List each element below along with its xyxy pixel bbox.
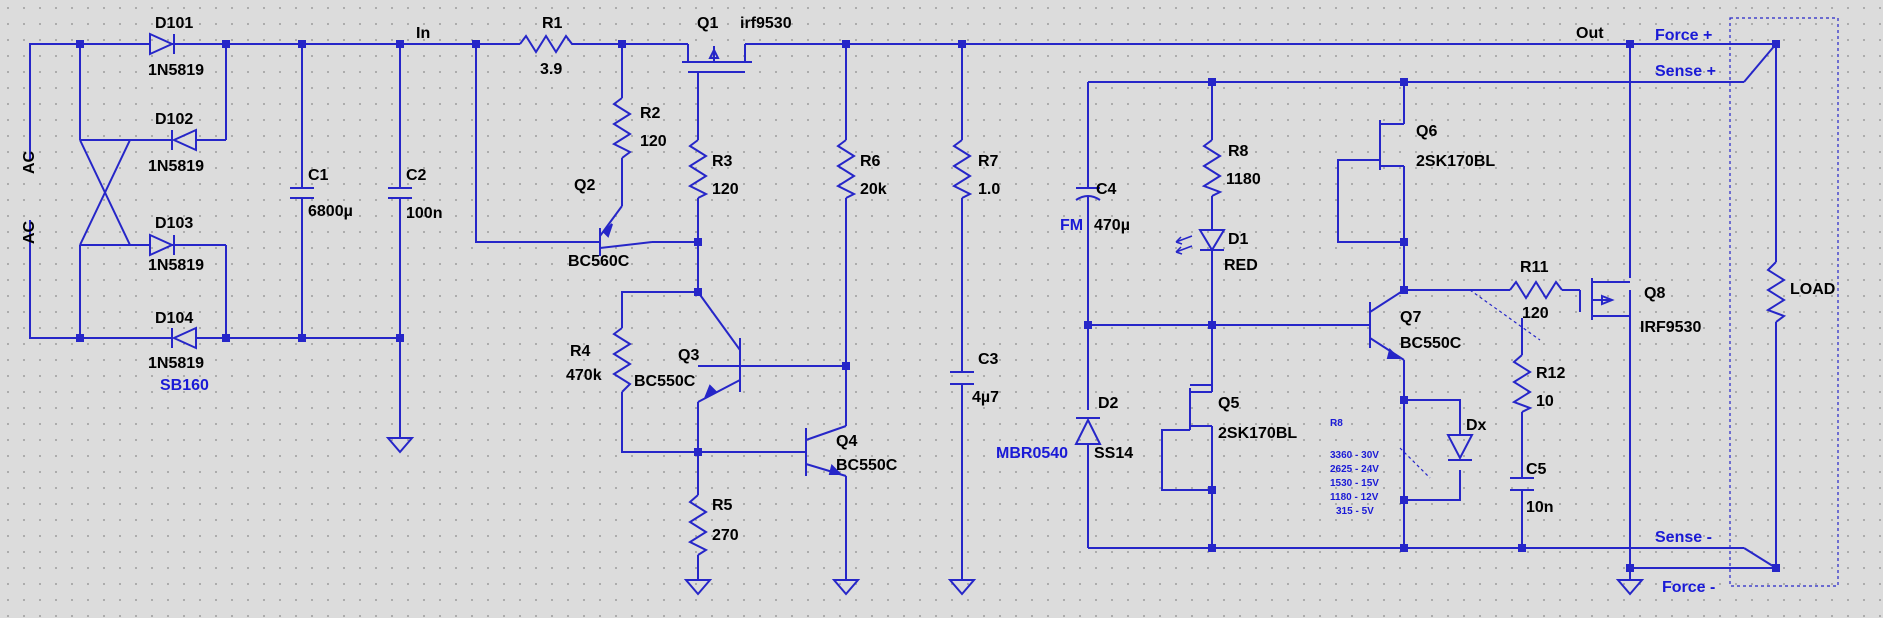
q2-value: BC560C bbox=[568, 253, 630, 270]
dx-ref: Dx bbox=[1466, 417, 1487, 434]
q7-value: BC550C bbox=[1400, 335, 1462, 352]
r8-ref: R8 bbox=[1228, 143, 1249, 160]
q6-value: 2SK170BL bbox=[1416, 153, 1495, 170]
r11-value: 120 bbox=[1522, 305, 1549, 322]
r1-ref: R1 bbox=[542, 15, 563, 32]
r8-table-row: 1180 - 12V bbox=[1330, 492, 1379, 503]
c1-ref: C1 bbox=[308, 167, 329, 184]
r4-value: 470k bbox=[566, 367, 602, 384]
out-net-label: Out bbox=[1576, 25, 1604, 42]
r7-value: 1.0 bbox=[978, 181, 1000, 198]
r8-table-title: R8 bbox=[1330, 418, 1343, 429]
d1-ref: D1 bbox=[1228, 231, 1249, 248]
r8-value: 1180 bbox=[1226, 171, 1261, 188]
sense-plus-label: Sense + bbox=[1655, 63, 1716, 80]
q5-ref: Q5 bbox=[1218, 395, 1239, 412]
q8-ref: Q8 bbox=[1644, 285, 1665, 302]
transistor-symbols bbox=[599, 44, 1630, 477]
r11-ref: R11 bbox=[1520, 259, 1549, 276]
q6-ref: Q6 bbox=[1416, 123, 1437, 140]
r8-table-row: 315 - 5V bbox=[1336, 506, 1374, 517]
c3-ref: C3 bbox=[978, 351, 999, 368]
d104-value: 1N5819 bbox=[148, 355, 204, 372]
dx-pointer-dashed bbox=[1399, 447, 1431, 479]
ground-symbols bbox=[385, 437, 1645, 596]
r5-ref: R5 bbox=[712, 497, 733, 514]
r6-value: 20k bbox=[860, 181, 887, 198]
q1-value: irf9530 bbox=[740, 15, 792, 32]
q3-value: BC550C bbox=[634, 373, 696, 390]
q8-value: IRF9530 bbox=[1640, 319, 1701, 336]
load-dashed-box bbox=[1729, 17, 1839, 587]
fm-annotation: FM bbox=[1060, 217, 1083, 234]
r7-ref: R7 bbox=[978, 153, 999, 170]
d102-ref: D102 bbox=[155, 111, 193, 128]
d103-value: 1N5819 bbox=[148, 257, 204, 274]
q1-ref: Q1 bbox=[697, 15, 718, 32]
d101-ref: D101 bbox=[155, 15, 193, 32]
r2-ref: R2 bbox=[640, 105, 661, 122]
c1-value: 6800µ bbox=[308, 203, 353, 220]
d102-value: 1N5819 bbox=[148, 158, 204, 175]
q4-ref: Q4 bbox=[836, 433, 857, 450]
c4-value: 470µ bbox=[1094, 217, 1130, 234]
q7-ref: Q7 bbox=[1400, 309, 1421, 326]
r5-value: 270 bbox=[712, 527, 739, 544]
force-plus-label: Force + bbox=[1655, 27, 1712, 44]
r12-ref: R12 bbox=[1536, 365, 1565, 382]
r3-ref: R3 bbox=[712, 153, 733, 170]
q5-value: 2SK170BL bbox=[1218, 425, 1297, 442]
led-light-arrows bbox=[1175, 235, 1193, 255]
ac-input-label: AC bbox=[21, 150, 38, 174]
r8-table-row: 1530 - 15V bbox=[1330, 478, 1379, 489]
c3-value: 4µ7 bbox=[972, 389, 999, 406]
sb160-annotation: SB160 bbox=[160, 377, 209, 394]
d1-value: RED bbox=[1224, 257, 1258, 274]
sense-minus-label: Sense - bbox=[1655, 529, 1712, 546]
force-minus-label: Force - bbox=[1662, 579, 1715, 596]
c2-ref: C2 bbox=[406, 167, 427, 184]
q3-ref: Q3 bbox=[678, 347, 699, 364]
wires bbox=[29, 43, 1777, 580]
r8-table-row: 2625 - 24V bbox=[1330, 464, 1379, 475]
r8-pointer-dashed bbox=[1469, 289, 1541, 341]
c5-ref: C5 bbox=[1526, 461, 1547, 478]
ac-input-label: AC bbox=[21, 220, 38, 244]
c2-value: 100n bbox=[406, 205, 442, 222]
capacitor-symbols bbox=[290, 187, 1534, 491]
q4-value: BC550C bbox=[836, 457, 898, 474]
d104-ref: D104 bbox=[155, 310, 193, 327]
load-ref: LOAD bbox=[1790, 281, 1835, 298]
d2-ref: D2 bbox=[1098, 395, 1119, 412]
r2-value: 120 bbox=[640, 133, 667, 150]
resistor-symbols bbox=[519, 34, 1787, 556]
c4-ref: C4 bbox=[1096, 181, 1117, 198]
d101-value: 1N5819 bbox=[148, 62, 204, 79]
r3-value: 120 bbox=[712, 181, 739, 198]
q2-ref: Q2 bbox=[574, 177, 595, 194]
r1-value: 3.9 bbox=[540, 61, 562, 78]
in-net-label: In bbox=[416, 25, 430, 42]
diode-symbols bbox=[149, 32, 1474, 461]
d2-value: SS14 bbox=[1094, 445, 1133, 462]
r6-ref: R6 bbox=[860, 153, 881, 170]
mbr0540-annotation: MBR0540 bbox=[996, 445, 1068, 462]
r4-ref: R4 bbox=[570, 343, 591, 360]
d103-ref: D103 bbox=[155, 215, 193, 232]
c5-value: 10n bbox=[1526, 499, 1554, 516]
r8-table-row: 3360 - 30V bbox=[1330, 450, 1379, 461]
r12-value: 10 bbox=[1536, 393, 1554, 410]
